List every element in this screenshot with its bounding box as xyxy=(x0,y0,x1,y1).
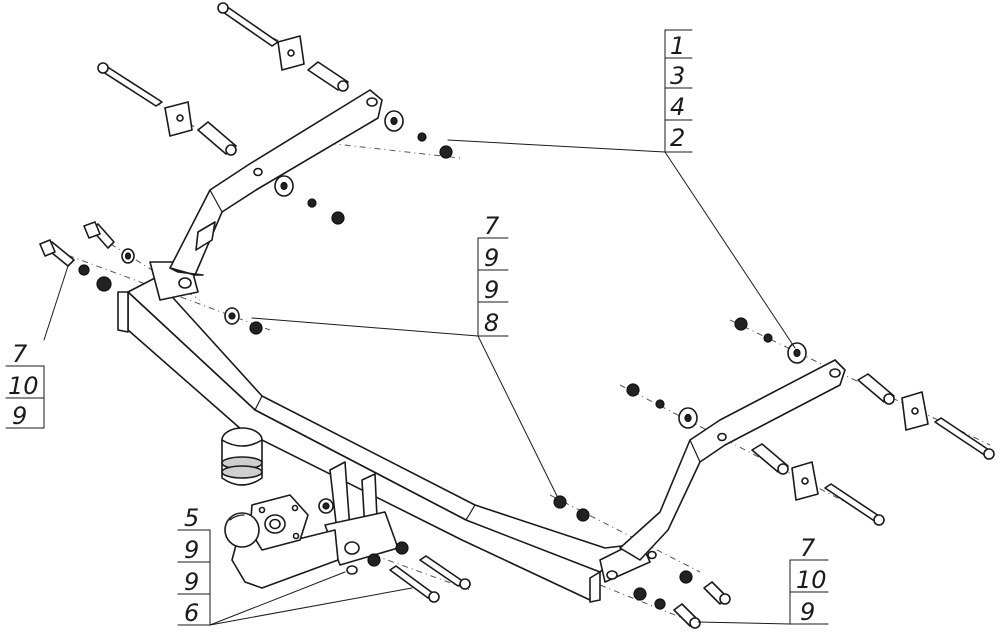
callout-label: 9 xyxy=(184,536,199,564)
callout-label: 2 xyxy=(670,124,685,152)
callout-label: 7 xyxy=(800,534,816,562)
right-side-bracket xyxy=(619,359,846,561)
callout-label: 10 xyxy=(796,566,827,594)
callout-label: 9 xyxy=(484,276,499,304)
callout-label: 10 xyxy=(8,372,39,400)
ball-cover-icon xyxy=(221,427,263,486)
callout-label: 4 xyxy=(670,93,685,121)
callout-bottom-right: 7 10 9 xyxy=(789,534,829,626)
callout-label: 8 xyxy=(484,309,499,337)
callout-left: 7 10 9 xyxy=(5,340,45,430)
callout-label: 9 xyxy=(800,598,815,626)
tow-ball-assembly xyxy=(221,427,399,589)
callout-label: 1 xyxy=(670,32,685,60)
callout-label: 5 xyxy=(184,504,199,532)
callout-label: 7 xyxy=(12,340,28,368)
callout-label: 3 xyxy=(670,62,685,90)
bottom-fasteners xyxy=(367,495,731,629)
callout-top-right: 1 3 4 2 xyxy=(664,29,693,153)
left-side-bracket xyxy=(169,89,383,276)
callout-label: 9 xyxy=(12,402,27,430)
leader-lines xyxy=(43,139,796,626)
callout-label: 6 xyxy=(184,599,199,627)
callout-label: 7 xyxy=(484,212,500,240)
callout-center: 7 9 9 8 xyxy=(477,212,509,337)
left-end-fasteners xyxy=(39,221,263,335)
callout-label: 9 xyxy=(484,244,499,272)
callout-label: 9 xyxy=(184,568,199,596)
top-left-fasteners xyxy=(97,2,453,225)
callout-bottom-left: 5 9 9 6 xyxy=(177,504,211,627)
right-side-fasteners xyxy=(626,317,995,526)
